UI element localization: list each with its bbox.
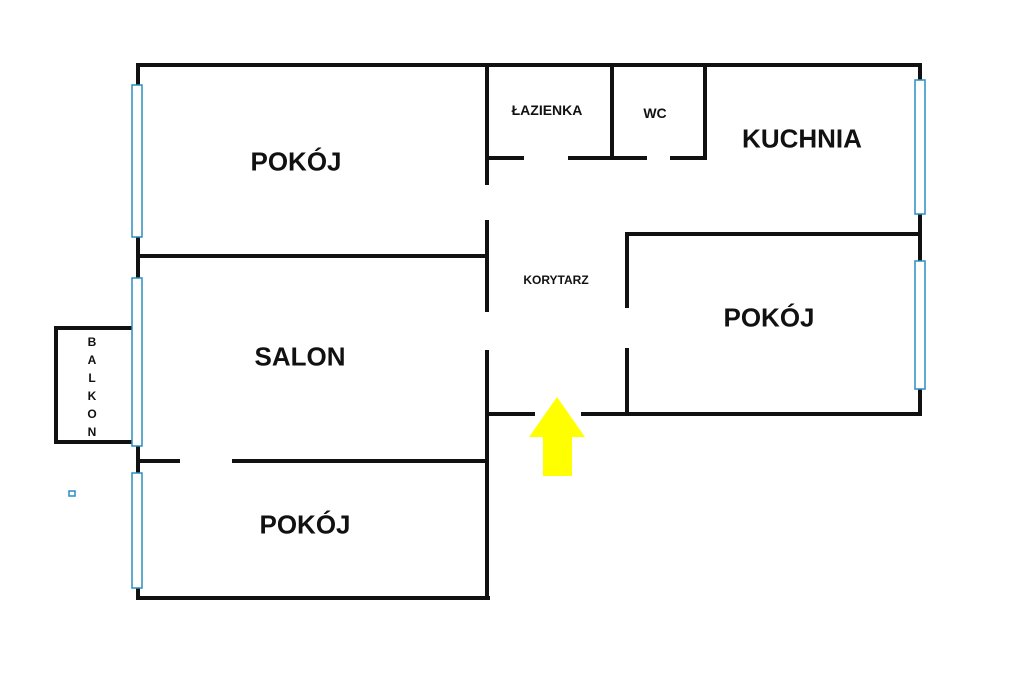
room-pokoj-bottom-left: POKÓJ	[259, 509, 351, 540]
room-wc: WC	[643, 105, 667, 121]
windows	[68, 79, 926, 589]
room-kuchnia: KUCHNIA	[742, 123, 862, 154]
window-right-2	[914, 260, 926, 390]
balkon-letter: K	[87, 389, 97, 403]
room-lazienka: ŁAZIENKA	[511, 102, 583, 118]
window-left-2	[131, 277, 143, 447]
room-pokoj-right: POKÓJ	[723, 302, 815, 333]
balkon-letter: N	[87, 425, 97, 439]
balkon-letter: B	[87, 335, 97, 349]
small-marker	[68, 490, 76, 497]
window-left-1	[131, 84, 143, 238]
balkon-letter: L	[88, 371, 96, 385]
room-pokoj-top-left: POKÓJ	[250, 146, 342, 177]
room-salon: SALON	[254, 341, 346, 372]
balkon-letter: A	[87, 353, 97, 367]
room-korytarz: KORYTARZ	[523, 273, 589, 287]
balkon-outline	[54, 326, 140, 444]
balkon-letter: O	[87, 407, 97, 421]
window-right-1	[914, 79, 926, 215]
arrow-up-icon	[529, 397, 585, 476]
balkon-label: B A L K O N	[79, 333, 105, 441]
window-left-3	[131, 472, 143, 589]
